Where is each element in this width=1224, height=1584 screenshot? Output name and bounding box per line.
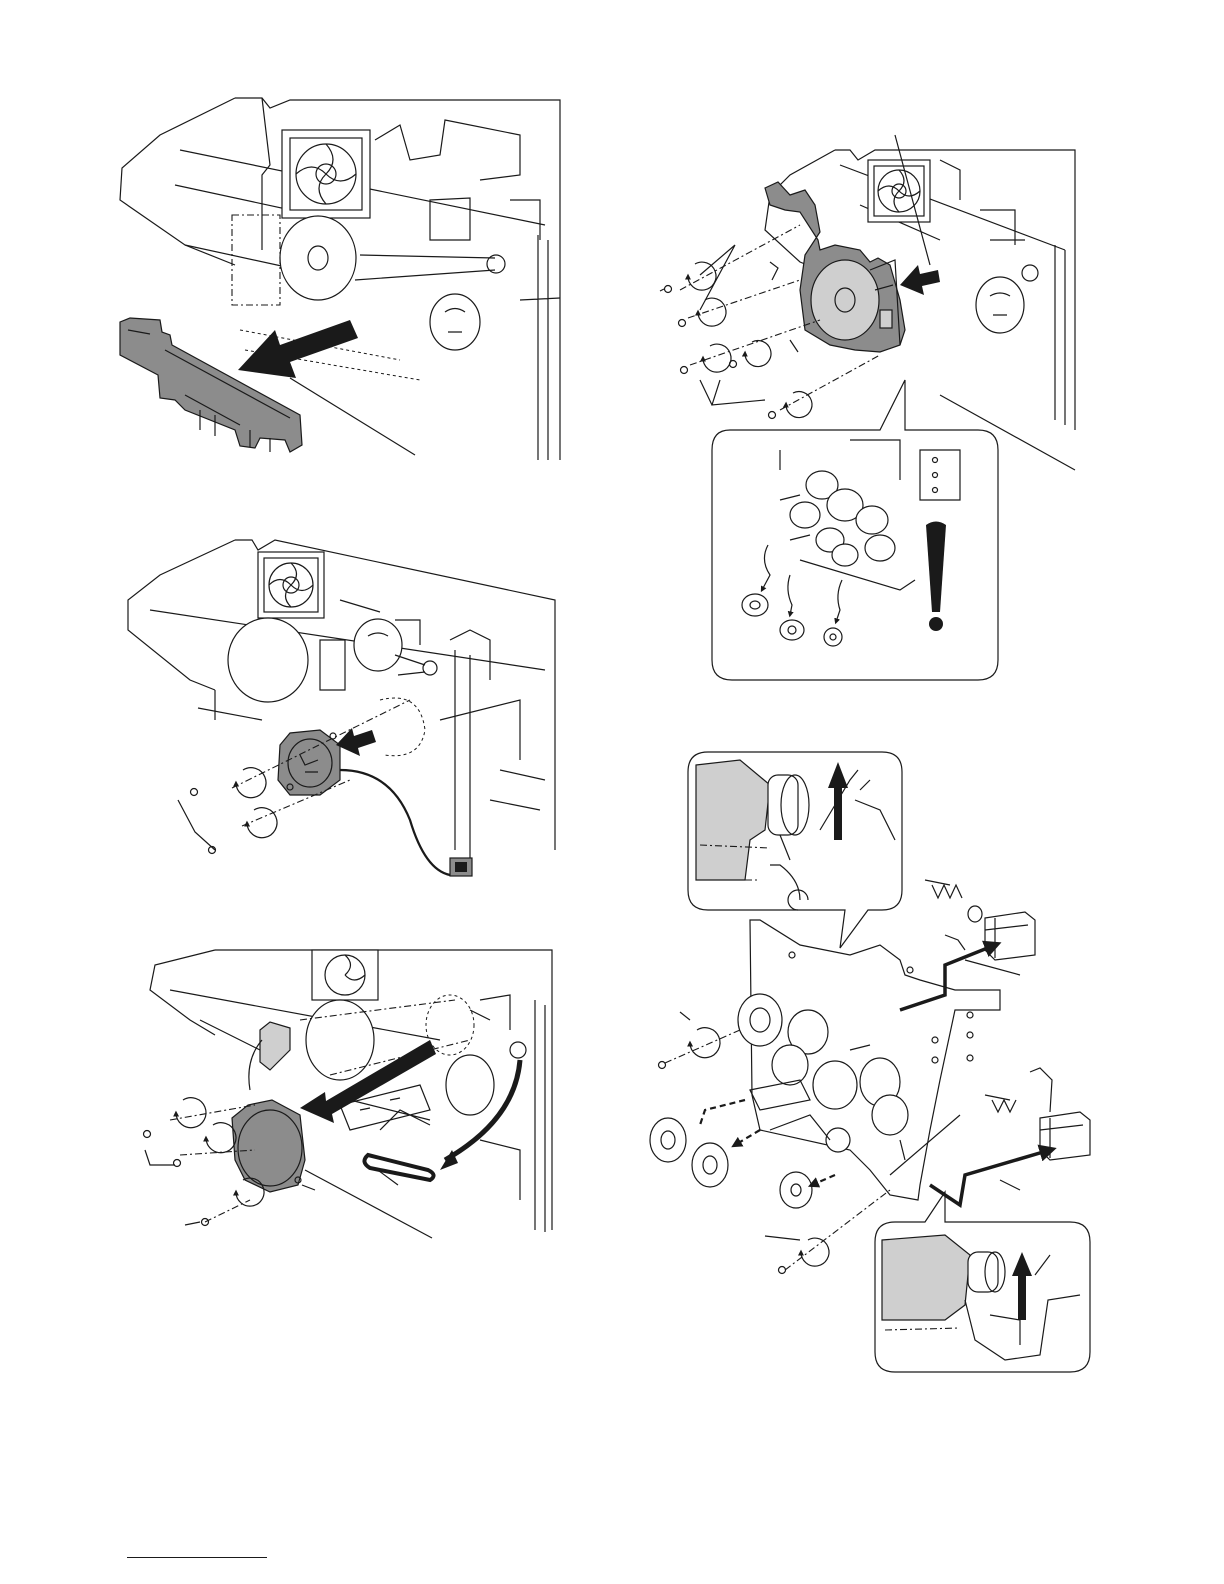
small-motor-outline	[446, 1055, 494, 1115]
removal-arrow	[336, 728, 376, 756]
figure-gear-solenoid-disassembly	[650, 752, 1090, 1372]
main-motor-outline	[232, 215, 356, 305]
removal-arrow	[900, 265, 940, 295]
drive-belt	[364, 1155, 433, 1180]
solenoid-bottom	[985, 1068, 1090, 1160]
fan-unit	[258, 552, 324, 618]
lift-arrow	[828, 762, 848, 840]
detail-callout-gears	[712, 380, 998, 680]
detail-callout-solenoid-top	[688, 752, 902, 948]
screw-set	[178, 768, 277, 854]
removal-arrow	[238, 320, 358, 378]
figure-main-motor-belt-removal	[144, 950, 553, 1238]
removed-gears	[742, 545, 842, 646]
figure-cover-removal	[120, 98, 560, 460]
small-motor-outline	[430, 294, 480, 350]
lift-arrow	[1012, 1252, 1032, 1320]
main-motor	[232, 1022, 305, 1192]
main-motor-outline	[228, 618, 308, 702]
solenoid-top	[925, 880, 1035, 960]
small-motor-outline	[354, 619, 402, 671]
fan-unit	[868, 160, 930, 222]
fan-unit	[282, 130, 370, 218]
detail-callout-solenoid-bottom	[875, 1192, 1090, 1372]
gear-train	[738, 994, 908, 1160]
small-motor-outline	[976, 277, 1024, 333]
gear-cluster	[780, 471, 915, 590]
screw-set	[659, 1012, 891, 1274]
figure-motor-removal	[128, 540, 555, 876]
fan-unit	[312, 950, 378, 1000]
warning-exclamation-icon	[926, 522, 946, 632]
footer-rule	[127, 1557, 267, 1558]
stepping-motor	[278, 730, 472, 876]
figure-drive-unit-removal	[660, 135, 1075, 680]
